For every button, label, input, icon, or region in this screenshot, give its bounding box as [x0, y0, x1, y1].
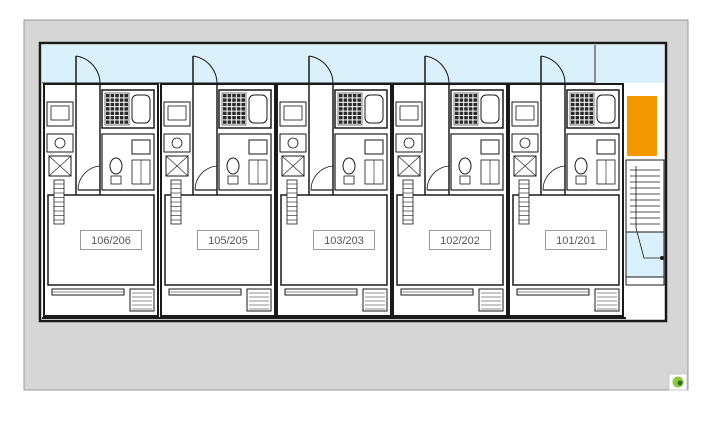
stair-icon [402, 179, 414, 225]
bathtub-icon [566, 89, 620, 129]
sink-icon [279, 101, 307, 153]
balcony-rail-icon [284, 288, 388, 312]
stair-icon [625, 159, 665, 286]
stair-icon [53, 179, 65, 225]
bathtub-icon [218, 89, 272, 129]
sink-icon [395, 101, 423, 153]
sink-icon [163, 101, 191, 153]
washer-icon [48, 155, 72, 177]
door-swing-icon [310, 165, 334, 191]
balcony-rail-icon [400, 288, 504, 312]
toilet-icon [101, 133, 155, 191]
stair-icon [286, 179, 298, 225]
door-swing-icon [77, 165, 101, 191]
washer-icon [165, 155, 189, 177]
marker-icon [668, 373, 688, 391]
door-swing-icon [308, 55, 334, 85]
unit-3 [276, 55, 392, 317]
unit-number-label: 102/202 [429, 230, 491, 250]
bathtub-icon [450, 89, 504, 129]
sink-icon [511, 101, 539, 153]
unit-5 [508, 55, 624, 317]
unit-number-label: 106/206 [80, 230, 142, 250]
bathtub-icon [101, 89, 155, 129]
unit-number-label: 103/203 [313, 230, 375, 250]
toilet-icon [334, 133, 388, 191]
unit-4 [392, 55, 508, 317]
bathtub-icon [334, 89, 388, 129]
door-swing-icon [424, 55, 450, 85]
toilet-icon [218, 133, 272, 191]
door-swing-icon [75, 55, 101, 85]
door-swing-icon [192, 55, 218, 85]
balcony-rail-icon [516, 288, 620, 312]
stair-highlight [627, 96, 657, 156]
corridor-end [596, 45, 664, 83]
washer-icon [397, 155, 421, 177]
washer-icon [281, 155, 305, 177]
balcony-rail-icon [51, 288, 155, 312]
unit-2 [160, 55, 276, 317]
unit-1 [43, 55, 159, 317]
sink-icon [46, 101, 74, 153]
door-swing-icon [540, 55, 566, 85]
toilet-icon [566, 133, 620, 191]
door-swing-icon [194, 165, 218, 191]
balcony-rail-icon [168, 288, 272, 312]
stair-icon [518, 179, 530, 225]
corridor [42, 45, 594, 83]
washer-icon [513, 155, 537, 177]
units-layer [43, 55, 624, 317]
unit-number-label: 105/205 [197, 230, 259, 250]
door-swing-icon [426, 165, 450, 191]
door-swing-icon [542, 165, 566, 191]
unit-number-label: 101/201 [545, 230, 607, 250]
stair-icon [170, 179, 182, 225]
toilet-icon [450, 133, 504, 191]
